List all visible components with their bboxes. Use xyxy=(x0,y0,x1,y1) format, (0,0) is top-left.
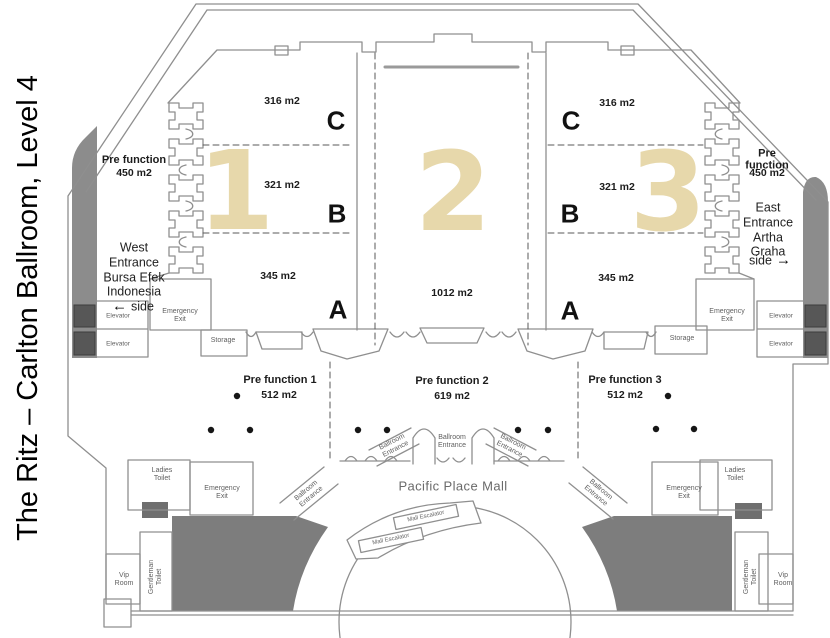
east-prefunction-area: 450 m2 xyxy=(749,167,785,180)
emergency-exit-lower-west: Emergency Exit xyxy=(204,485,240,500)
west-wing-gray xyxy=(172,516,328,611)
west-prefunction-area: 450 m2 xyxy=(116,167,152,180)
ballroom-1-b-area: 321 m2 xyxy=(264,179,300,192)
east-prefunction-label: Pre function xyxy=(745,147,789,172)
pre-function-2-area: 619 m2 xyxy=(434,390,470,403)
ballroom-2-area: 1012 m2 xyxy=(431,287,473,300)
ballroom-1-a-area: 345 m2 xyxy=(260,270,296,283)
elevator-east-1: Elevator xyxy=(769,312,793,320)
east-side-row: side → xyxy=(749,253,791,268)
west-prefunction-label: Pre function xyxy=(101,153,167,166)
east-wall-pillars xyxy=(704,102,755,280)
west-wall-pillars xyxy=(149,102,204,280)
ballroom-3-section-a: A xyxy=(560,295,580,326)
east-side-label: side xyxy=(749,253,772,267)
ballroom-3-b-area: 321 m2 xyxy=(599,181,635,194)
outer-boundary xyxy=(67,3,829,612)
east-stair-band xyxy=(803,176,828,358)
elevator-west-2: Elevator xyxy=(106,340,130,348)
elevator-east-2: Elevator xyxy=(769,340,793,348)
ballroom-3-c-area: 316 m2 xyxy=(599,97,635,110)
west-side-row: ← side xyxy=(112,299,154,314)
east-dark-rect xyxy=(735,503,762,519)
west-arrow-icon: ← xyxy=(112,297,128,315)
emergency-exit-upper-west: Emergency Exit xyxy=(162,308,198,323)
emergency-exit-upper-east: Emergency Exit xyxy=(709,308,745,323)
west-side-label: side xyxy=(131,299,154,313)
mall-escalators xyxy=(357,503,460,554)
ballroom-entrance-center: Ballroom Entrance xyxy=(437,434,467,449)
gentleman-toilet-west: Gentleman Toilet xyxy=(148,559,163,595)
column-dots xyxy=(207,392,698,434)
ballroom-3-section-b: B xyxy=(560,198,580,229)
east-arrow-icon: → xyxy=(775,251,791,269)
elevator-shafts xyxy=(73,304,827,356)
ballroom-3-numeral: 3 xyxy=(629,128,707,256)
pre-function-1-name: Pre function 1 xyxy=(243,373,317,386)
ladies-toilet-east: Ladies Toilet xyxy=(724,467,746,482)
ballroom-1-section-a: A xyxy=(328,294,348,325)
pre-function-3-name: Pre function 3 xyxy=(588,373,662,386)
mall-label: Pacific Place Mall xyxy=(398,478,508,494)
vip-room-west: Vip Room xyxy=(114,572,134,587)
page-title: The Ritz – Carlton Ballroom, Level 4 xyxy=(11,75,44,541)
ballroom-1-section-c: C xyxy=(326,105,346,136)
ballroom-1-section-b: B xyxy=(327,198,347,229)
ballroom-1-numeral: 1 xyxy=(197,127,275,255)
pre-function-1-area: 512 m2 xyxy=(261,389,297,402)
ballroom-3-a-area: 345 m2 xyxy=(598,272,634,285)
gentleman-toilet-east: Gentleman Toilet xyxy=(743,559,758,595)
emergency-exit-lower-east: Emergency Exit xyxy=(666,485,702,500)
pre-function-2-name: Pre function 2 xyxy=(415,374,489,387)
ladies-toilet-west: Ladies Toilet xyxy=(151,467,173,482)
west-entrance-label: West Entrance Bursa Efek Indonesia xyxy=(103,240,165,299)
storage-east: Storage xyxy=(669,335,695,343)
ballroom-1-c-area: 316 m2 xyxy=(264,95,300,108)
ballroom-3-section-c: C xyxy=(561,105,581,136)
pre-function-3-area: 512 m2 xyxy=(607,389,643,402)
vip-room-east: Vip Room xyxy=(773,572,793,587)
east-entrance-label: East Entrance Artha Graha xyxy=(742,200,794,259)
entrance-arches xyxy=(412,428,495,465)
east-wing-gray xyxy=(582,516,732,611)
storage-west: Storage xyxy=(210,337,236,345)
ballroom-2-numeral: 2 xyxy=(414,128,492,256)
elevator-west-1: Elevator xyxy=(106,312,130,320)
